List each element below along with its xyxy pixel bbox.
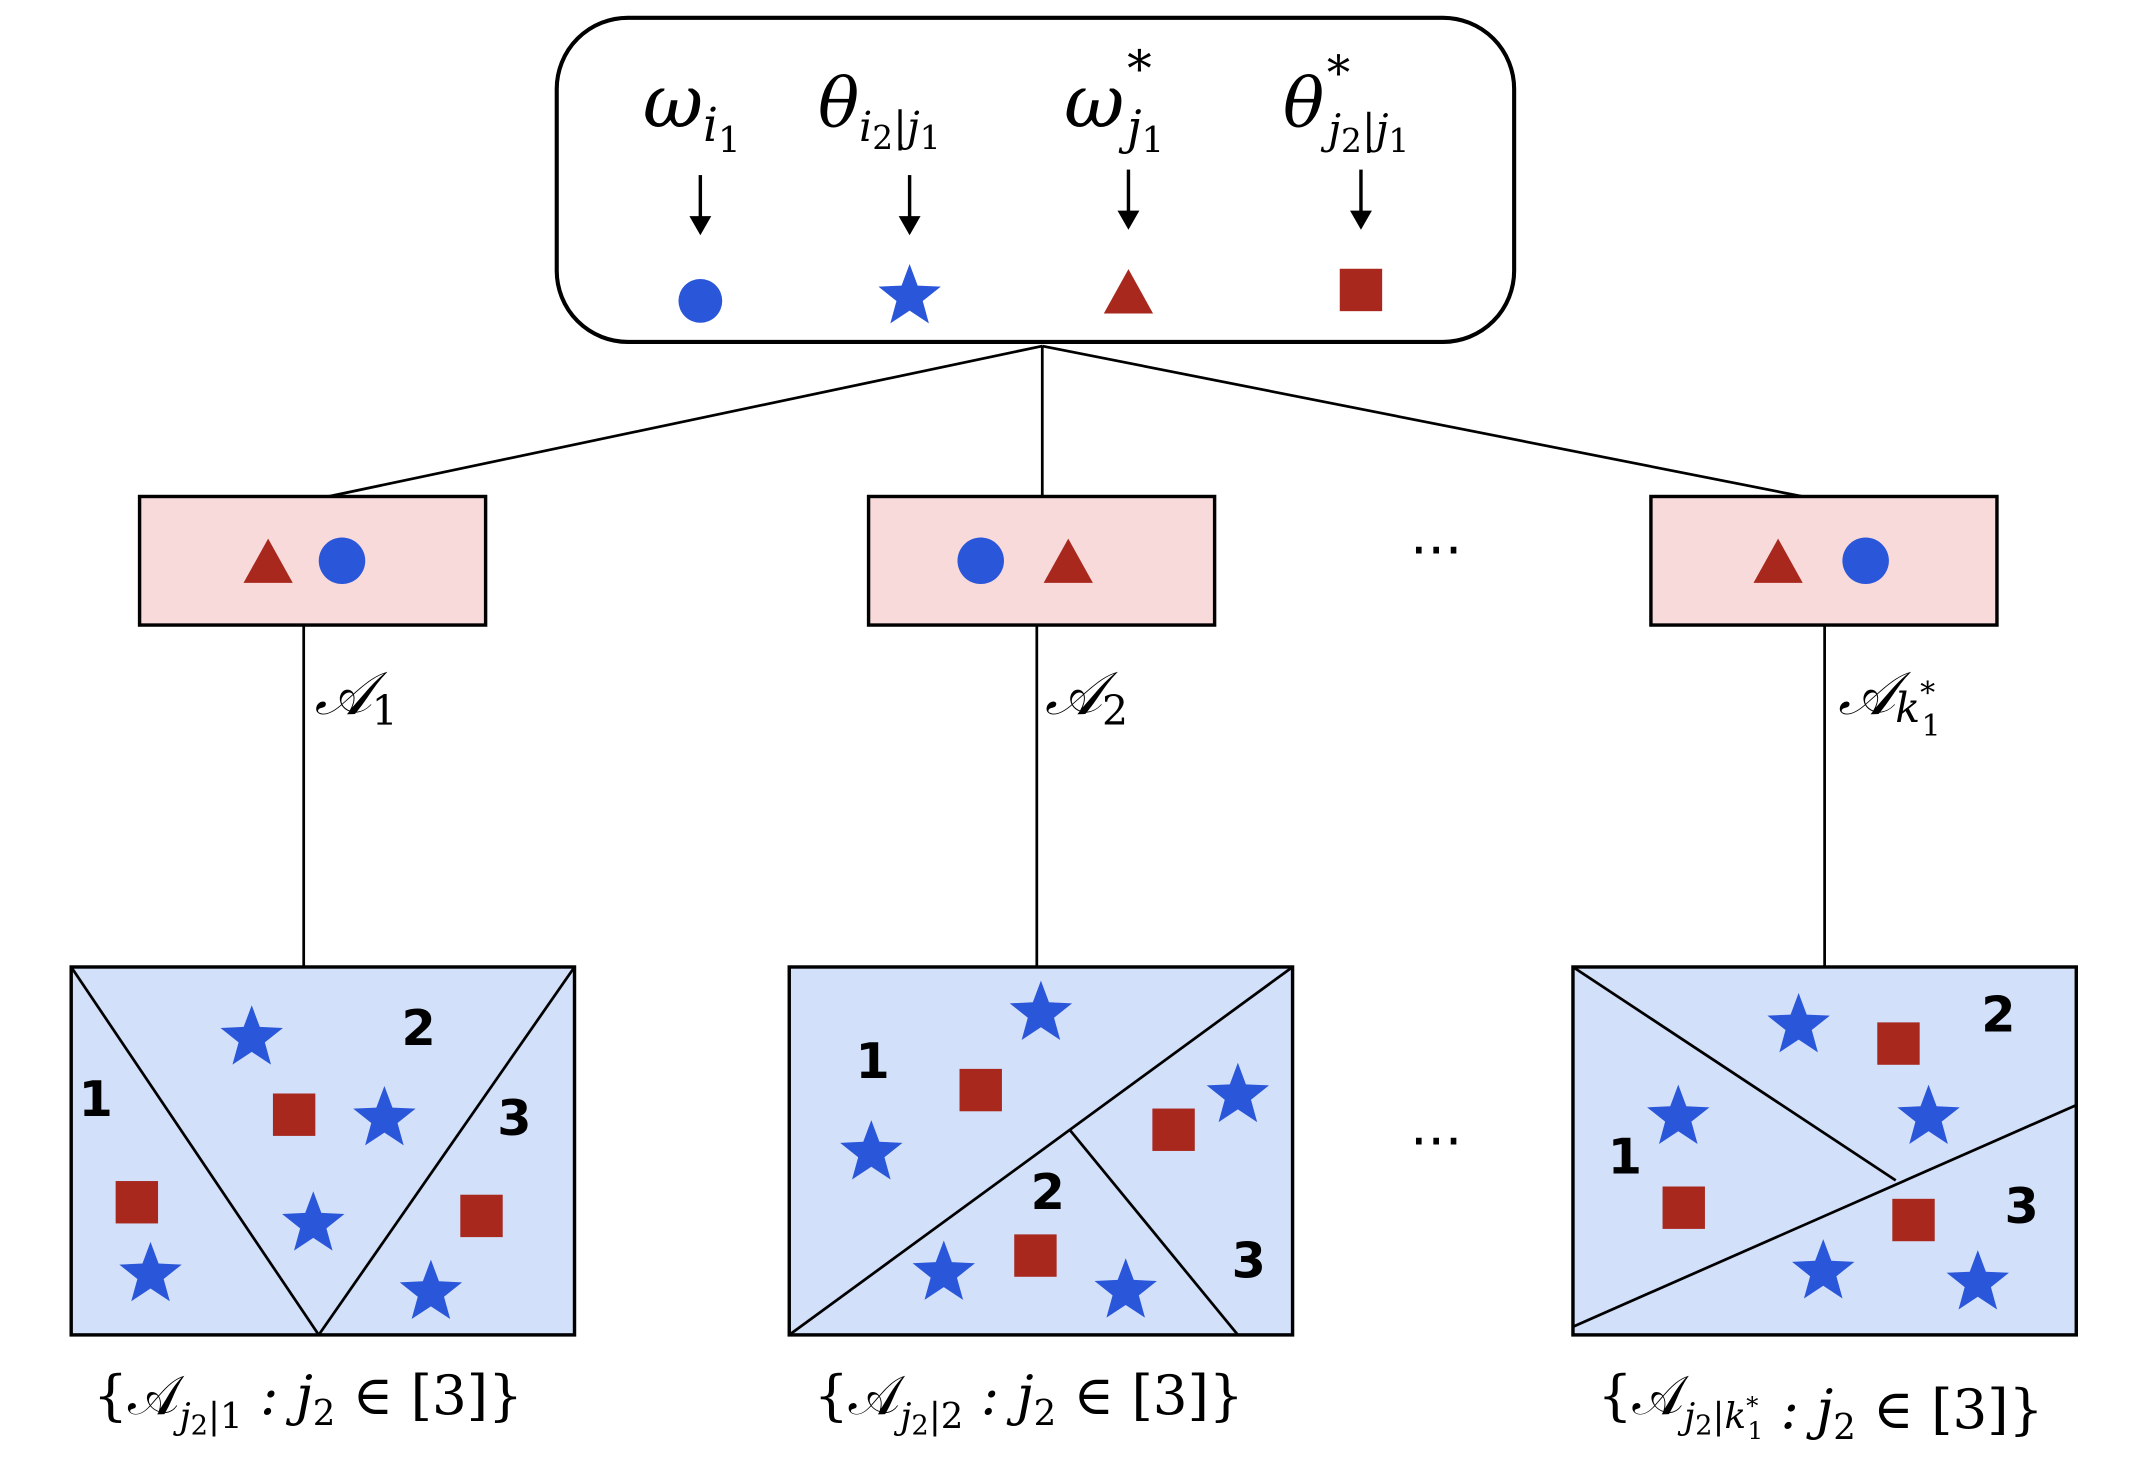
branch-label-2: 𝒜2 <box>1045 659 1128 735</box>
red-triangle-icon <box>243 538 293 583</box>
red-triangle-icon <box>1103 269 1154 314</box>
tree-connectors <box>302 344 1826 967</box>
blue-star-icon <box>353 1085 416 1146</box>
blue-star-icon <box>1946 1250 2009 1310</box>
blue-star-icon <box>1767 992 1830 1053</box>
blue-star-icon <box>119 1241 182 1302</box>
red-square-icon <box>115 1181 159 1224</box>
panel-1-region-3: 3 <box>497 1089 531 1147</box>
red-square-icon <box>460 1194 503 1238</box>
legend-label-theta-i2-j1: θi2|j1 <box>818 65 941 157</box>
red-square-icon <box>1892 1198 1935 1242</box>
center-box-2 <box>866 494 1217 627</box>
legend-box <box>554 15 1517 344</box>
blue-star-icon <box>399 1259 463 1320</box>
red-triangle-icon <box>1043 538 1093 583</box>
blue-circle-icon <box>1842 537 1889 585</box>
red-square-icon <box>272 1093 316 1136</box>
set-label-1: {𝒜j2|1 : j2 ∈ [3]} <box>93 1363 523 1442</box>
blue-circle-icon <box>318 537 366 585</box>
panel-1-region-1: 1 <box>79 1070 113 1128</box>
red-square-icon <box>1152 1108 1195 1151</box>
set-label-3: {𝒜j2|k*1 : j2 ∈ [3]} <box>1598 1363 2044 1448</box>
red-square-icon <box>959 1068 1002 1112</box>
red-square-icon <box>1014 1234 1057 1277</box>
red-square-icon <box>1339 268 1383 312</box>
blue-star-icon <box>1206 1062 1270 1123</box>
ellipsis-middle: ··· <box>1410 518 1462 582</box>
panel-2-region-2: 2 <box>1031 1163 1065 1221</box>
blue-circle-icon <box>678 279 723 323</box>
panel-2-region-1: 1 <box>856 1032 890 1090</box>
blue-star-icon <box>878 263 941 324</box>
set-label-2: {𝒜j2|2 : j2 ∈ [3]} <box>814 1363 1244 1442</box>
branch-label-1: 𝒜1 <box>315 659 398 735</box>
panel-3-region-2: 2 <box>1981 985 2015 1043</box>
red-triangle-icon <box>1753 538 1803 583</box>
panel-3-region-3: 3 <box>2004 1177 2038 1235</box>
ellipsis-bottom: ··· <box>1410 1109 1462 1173</box>
center-box-3 <box>1649 494 1999 627</box>
legend-shapes <box>678 263 1383 324</box>
red-square-icon <box>1877 1022 1920 1065</box>
center-box-shapes <box>243 537 1889 585</box>
partition-panel-shapes <box>115 980 2009 1320</box>
branch-label-3: 𝒜k*1 <box>1838 659 1940 744</box>
blue-star-icon <box>1897 1084 1960 1144</box>
blue-star-icon <box>220 1005 283 1065</box>
legend-arrows <box>689 169 1372 236</box>
panel-3-region-1: 1 <box>1608 1128 1642 1186</box>
legend-label-theta-star-j2-j1: θ*j2|j1 <box>1283 46 1409 160</box>
blue-star-icon <box>1094 1258 1157 1318</box>
panel-2-region-3: 3 <box>1232 1231 1266 1289</box>
blue-star-icon <box>282 1191 345 1251</box>
blue-star-icon <box>1009 980 1073 1041</box>
legend-label-omega-i1: ωi1 <box>643 59 741 161</box>
center-box-1 <box>137 494 488 627</box>
red-square-icon <box>1662 1186 1705 1229</box>
panel-1-region-2: 2 <box>401 999 435 1057</box>
legend-label-omega-star-j1: ω*j1 <box>1064 40 1164 161</box>
blue-star-icon <box>1647 1084 1710 1144</box>
blue-star-icon <box>912 1240 975 1300</box>
blue-star-icon <box>1792 1239 1855 1299</box>
blue-star-icon <box>840 1120 903 1180</box>
blue-circle-icon <box>957 537 1004 585</box>
